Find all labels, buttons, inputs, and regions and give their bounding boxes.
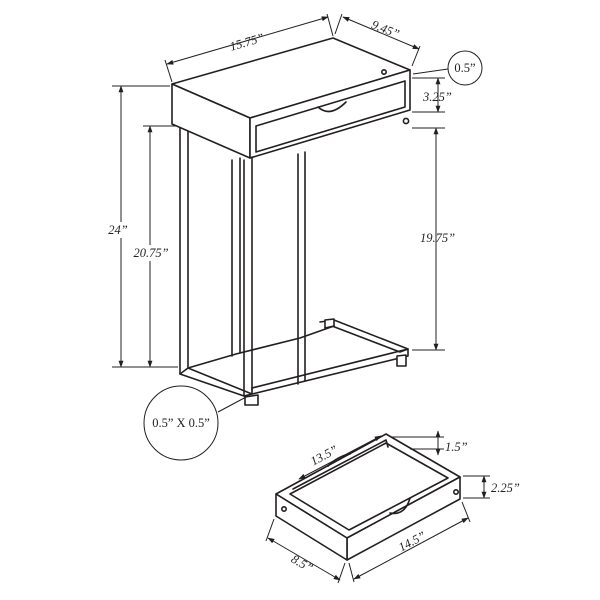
dim-height-to-drawer: 20.75”	[132, 125, 176, 368]
bolt-icon	[402, 117, 410, 125]
leg-tube-label: 0.5” X 0.5”	[152, 416, 210, 430]
drawer-front-panel	[255, 80, 406, 153]
dim-clearance: 19.75”	[412, 127, 455, 351]
drawer-drawing	[275, 433, 461, 561]
leg-front-middle	[243, 156, 253, 397]
drawer-handle-cut	[389, 497, 411, 515]
foot	[396, 354, 407, 367]
height-to-drawer-label: 20.75”	[133, 246, 168, 260]
leg-rear	[297, 151, 306, 385]
drawer-side-height-label: 1.5”	[445, 440, 468, 454]
base-side-rail	[251, 348, 409, 395]
depth-label: 9.45”	[370, 17, 402, 41]
base-inner-rail	[187, 319, 335, 369]
hole-icon	[280, 505, 287, 512]
drawer-front-height-label: 2.25”	[491, 481, 520, 495]
dim-drawer-face: 3.25”	[412, 77, 452, 113]
callout-circle	[143, 385, 219, 461]
clearance-label: 19.75”	[420, 231, 455, 245]
dim-drawer-front-height: 2.25”	[463, 475, 520, 499]
top-thickness-label: 0.5”	[454, 61, 475, 75]
dim-leg-tube: 0.5” X 0.5”	[143, 385, 249, 461]
drawer-face-label: 3.25”	[422, 90, 452, 104]
foot	[244, 394, 259, 406]
callout-circle	[447, 50, 483, 86]
drawer-pull	[317, 101, 347, 113]
dim-drawer-side-height: 1.5”	[392, 430, 468, 456]
leg-front-left	[179, 127, 189, 375]
table-drawing	[171, 37, 411, 406]
leg-inner	[231, 157, 241, 357]
dim-total-height: 24”	[104, 85, 178, 368]
hole-icon	[452, 488, 459, 495]
bolt-icon	[380, 69, 387, 76]
foot	[324, 318, 335, 329]
width-label: 15.75”	[228, 31, 266, 54]
drawer-depth-label: 8.5”	[289, 552, 316, 575]
dim-top-thickness: 0.5”	[412, 50, 483, 86]
drawer-width-label: 14.5”	[396, 528, 428, 554]
total-height-label: 24”	[108, 223, 128, 237]
base-rear-rail	[331, 319, 409, 353]
